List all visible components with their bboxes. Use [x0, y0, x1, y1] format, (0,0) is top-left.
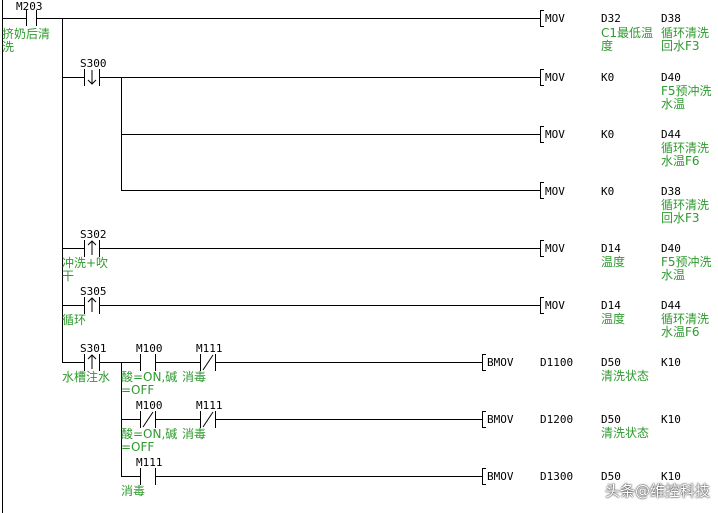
comment-src-1a: C1最低温: [601, 26, 654, 40]
contact-label-m111-row2[interactable]: M111: [196, 399, 223, 412]
comment-dst-3b: 水温F6: [661, 154, 700, 168]
comment-m100-row2b: =OFF: [121, 440, 155, 454]
operand-bmov-2-dst[interactable]: D50: [601, 413, 621, 426]
operand-bmov-3-n[interactable]: K10: [661, 470, 681, 483]
comment-src-6: 温度: [601, 312, 626, 326]
operand-src-6[interactable]: D14: [601, 299, 621, 312]
contact-label-m100-row2[interactable]: M100: [136, 399, 163, 412]
operand-bmov-2-n[interactable]: K10: [661, 413, 681, 426]
operand-src-5[interactable]: D14: [601, 242, 621, 255]
operand-bmov-1-dst[interactable]: D50: [601, 356, 621, 369]
comment-dst-3a: 循环清洗: [661, 141, 710, 155]
instr-bmov-1[interactable]: BMOV: [487, 356, 514, 369]
operand-dst-6[interactable]: D44: [661, 299, 681, 312]
operand-bmov-3-dst[interactable]: D50: [601, 470, 621, 483]
comment-src-5: 温度: [601, 255, 626, 269]
comment-s302-line1: 冲洗+吹: [62, 256, 109, 270]
operand-src-4[interactable]: K0: [601, 185, 615, 198]
contact-label-m111-row1[interactable]: M111: [196, 342, 223, 355]
contact-label-s300[interactable]: S300: [80, 57, 107, 70]
comment-src-1b: 度: [601, 39, 614, 53]
comment-m111-row3: 消毒: [121, 484, 146, 498]
comment-s302-line2: 干: [62, 269, 75, 283]
instr-mov-5[interactable]: MOV: [545, 242, 565, 255]
comment-m111-row2: 消毒: [182, 427, 207, 441]
contact-label-s302[interactable]: S302: [80, 228, 107, 241]
comment-s305: 循环: [62, 313, 87, 327]
comment-dst-4a: 循环清洗: [661, 198, 710, 212]
instr-mov-6[interactable]: MOV: [545, 299, 565, 312]
comment-bmov-2-dst: 清洗状态: [601, 426, 650, 440]
comment-m111-row1: 消毒: [182, 370, 207, 384]
operand-bmov-1-n[interactable]: K10: [661, 356, 681, 369]
operand-bmov-1-src[interactable]: D1100: [540, 356, 574, 369]
operand-bmov-2-src[interactable]: D1200: [540, 413, 574, 426]
comment-m100-row2a: 酸=ON,碱: [121, 427, 178, 441]
operand-dst-4[interactable]: D38: [661, 185, 681, 198]
comment-m100-row1b: =OFF: [121, 383, 155, 397]
comment-m203-line1: 挤奶后清: [2, 27, 51, 41]
operand-bmov-3-src[interactable]: D1300: [540, 470, 574, 483]
operand-dst-3[interactable]: D44: [661, 128, 681, 141]
instr-bmov-2[interactable]: BMOV: [487, 413, 514, 426]
comment-m203-line2: 洗: [2, 40, 15, 54]
comment-dst-5a: F5预冲洗: [661, 255, 712, 269]
contact-label-m111-row3[interactable]: M111: [136, 456, 163, 469]
operand-dst-2[interactable]: D40: [661, 71, 681, 84]
comment-dst-4b: 回水F3: [661, 211, 700, 225]
operand-src-3[interactable]: K0: [601, 128, 615, 141]
contact-label-s305[interactable]: S305: [80, 285, 107, 298]
instr-mov-1[interactable]: MOV: [545, 12, 565, 25]
comment-dst-1a: 循环清洗: [661, 26, 710, 40]
comment-s301: 水槽注水: [62, 370, 111, 384]
operand-dst-1[interactable]: D38: [661, 12, 681, 25]
watermark: 头条@维控科技: [604, 482, 710, 500]
contact-label-m100-row1[interactable]: M100: [136, 342, 163, 355]
instruction-brackets: [482, 10, 544, 485]
instr-bmov-3[interactable]: BMOV: [487, 470, 514, 483]
operand-dst-5[interactable]: D40: [661, 242, 681, 255]
operand-src-2[interactable]: K0: [601, 71, 615, 84]
instr-mov-2[interactable]: MOV: [545, 71, 565, 84]
comment-dst-6b: 水温F6: [661, 325, 700, 339]
contact-label-s301[interactable]: S301: [80, 342, 107, 355]
instr-mov-4[interactable]: MOV: [545, 185, 565, 198]
operand-src-1[interactable]: D32: [601, 12, 621, 25]
comment-dst-2a: F5预冲洗: [661, 84, 712, 98]
comment-dst-2b: 水温: [661, 97, 686, 111]
comment-dst-6a: 循环清洗: [661, 312, 710, 326]
comment-m100-row1a: 酸=ON,碱: [121, 370, 178, 384]
comment-dst-1b: 回水F3: [661, 39, 700, 53]
contact-label-m203[interactable]: M203: [16, 0, 43, 13]
instr-mov-3[interactable]: MOV: [545, 128, 565, 141]
comment-bmov-1-dst: 清洗状态: [601, 369, 650, 383]
comment-dst-5b: 水温: [661, 268, 686, 282]
